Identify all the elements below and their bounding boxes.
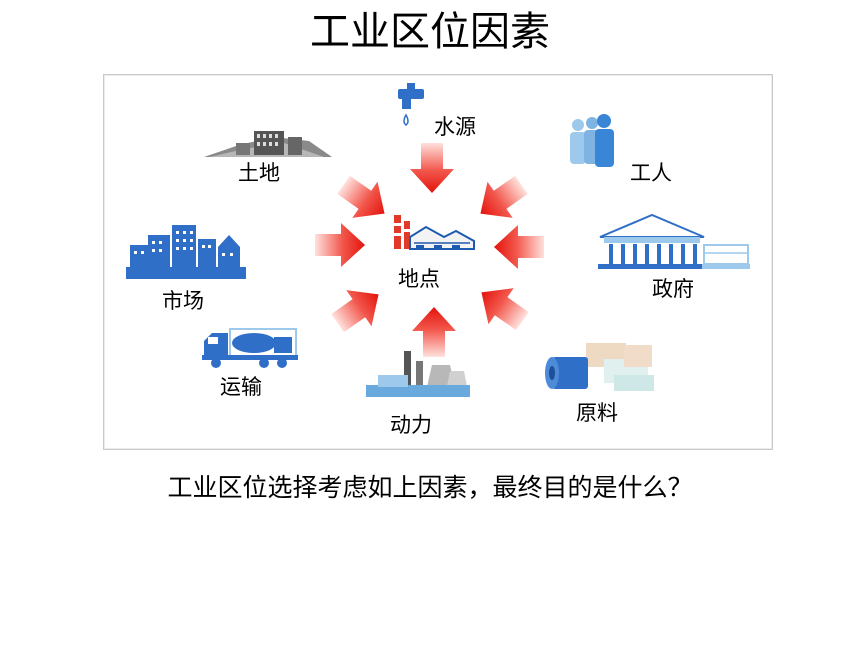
label-transport: 运输 [220,375,262,399]
arrow-from-government [494,225,544,269]
arrow-from-power [412,307,456,357]
label-government: 政府 [652,277,694,301]
label-center-location: 地点 [398,267,440,291]
arrow-from-raw-material [481,288,529,331]
arrow-from-transport [331,290,379,333]
truck-icon [202,328,298,368]
arrow-from-water [410,143,454,193]
arrow-from-land [337,175,385,218]
power-plant-icon [366,351,470,397]
diagram-graphics [126,83,750,397]
arrow-from-workers [480,175,528,218]
label-water: 水源 [434,115,476,139]
workers-icon [570,114,614,167]
label-workers: 工人 [630,161,672,185]
page-title: 工业区位因素 [310,9,550,55]
label-market: 市场 [162,289,204,313]
raw-materials-icon [545,343,654,391]
location-factors-diagram: 水源 土地 工人 地点 市场 政府 运输 动力 原料 [103,74,773,450]
market-buildings-icon [126,225,246,279]
water-tap-icon [398,83,424,126]
government-building-icon [598,213,750,269]
label-raw-material: 原料 [576,401,618,425]
factory-icon [394,215,475,250]
land-icon [204,131,332,157]
label-power: 动力 [390,413,432,437]
label-land: 土地 [238,161,280,185]
arrow-from-market [315,223,365,267]
question-text: 工业区位选择考虑如上因素，最终目的是什么？ [167,473,693,502]
